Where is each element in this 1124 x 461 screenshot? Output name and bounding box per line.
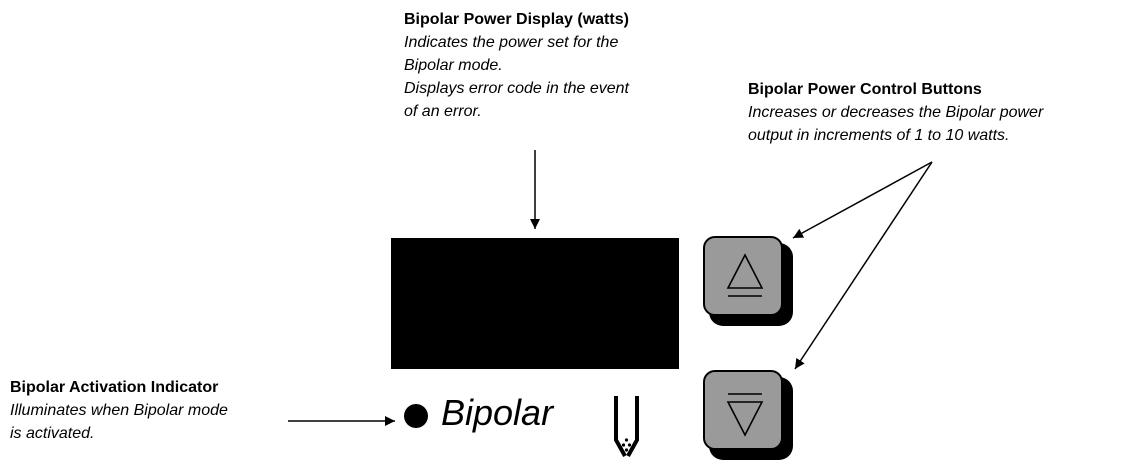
buttons-callout-line: Increases or decreases the Bipolar power — [748, 104, 1044, 121]
indicator-label: Bipolar — [441, 392, 554, 433]
display-callout: Bipolar Power Display (watts) Indicates … — [404, 8, 629, 123]
down-button-arrow — [794, 161, 933, 370]
power-display — [391, 238, 679, 369]
display-callout-line: Indicates the power set for the — [404, 34, 619, 51]
buttons-callout-line: output in increments of 1 to 10 watts. — [748, 127, 1010, 144]
up-button-arrow — [792, 161, 933, 239]
down-triangle-icon — [726, 393, 764, 437]
bipolar-forceps-icon — [614, 396, 639, 457]
led-dot-icon — [404, 404, 428, 428]
display-callout-line: of an error. — [404, 103, 482, 120]
display-callout-line: Displays error code in the event — [404, 80, 629, 97]
decrease-power-button[interactable] — [703, 370, 793, 460]
increase-power-button[interactable] — [703, 236, 793, 326]
indicator-callout: Bipolar Activation Indicator Illuminates… — [10, 376, 228, 445]
up-triangle-icon — [726, 253, 764, 297]
buttons-callout: Bipolar Power Control Buttons Increases … — [748, 78, 1043, 147]
indicator-callout-line: Illuminates when Bipolar mode — [10, 402, 228, 419]
indicator-callout-line: is activated. — [10, 425, 95, 442]
display-callout-title: Bipolar Power Display (watts) — [404, 11, 629, 28]
display-callout-line: Bipolar mode. — [404, 57, 503, 74]
indicator-callout-title: Bipolar Activation Indicator — [10, 379, 219, 396]
buttons-callout-title: Bipolar Power Control Buttons — [748, 81, 982, 98]
